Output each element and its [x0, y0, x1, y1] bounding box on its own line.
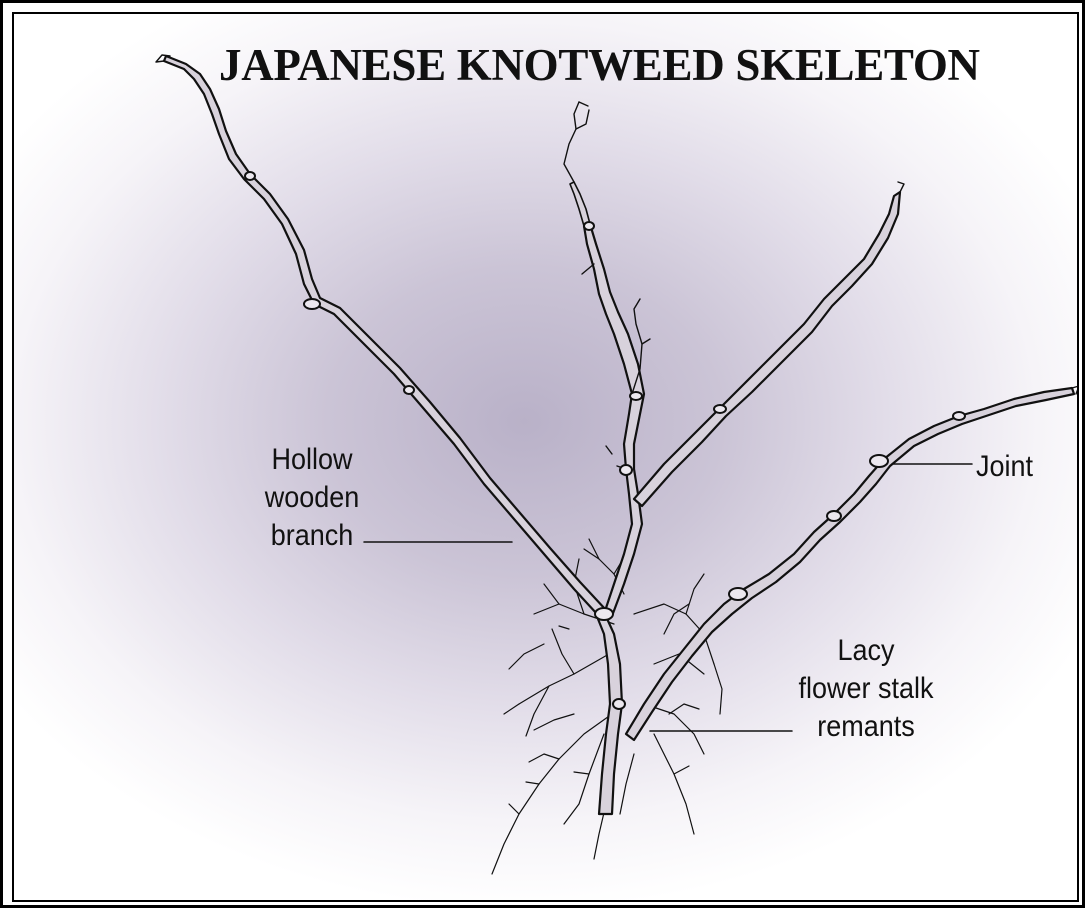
knotweed-drawing [14, 14, 1079, 902]
label-joint: Joint [976, 448, 1057, 486]
label-line: Lacy [776, 632, 956, 670]
label-line: branch [249, 517, 375, 555]
label-line: Joint [976, 448, 1057, 486]
label-hollow-wooden-branch: Hollow wooden branch [249, 441, 375, 555]
flower-stalk-remnants [492, 539, 722, 874]
twig-tips [156, 55, 1079, 469]
label-lacy-flower-stalk: Lacy flower stalk remants [776, 632, 956, 746]
illustration-panel: JAPANESE KNOTWEED SKELETON Hollow wooden… [12, 12, 1079, 902]
label-line: remants [776, 708, 956, 746]
diagram-title: JAPANESE KNOTWEED SKELETON [219, 39, 1079, 91]
label-line: wooden [249, 479, 375, 517]
label-line: flower stalk [776, 670, 956, 708]
label-line: Hollow [249, 441, 375, 479]
